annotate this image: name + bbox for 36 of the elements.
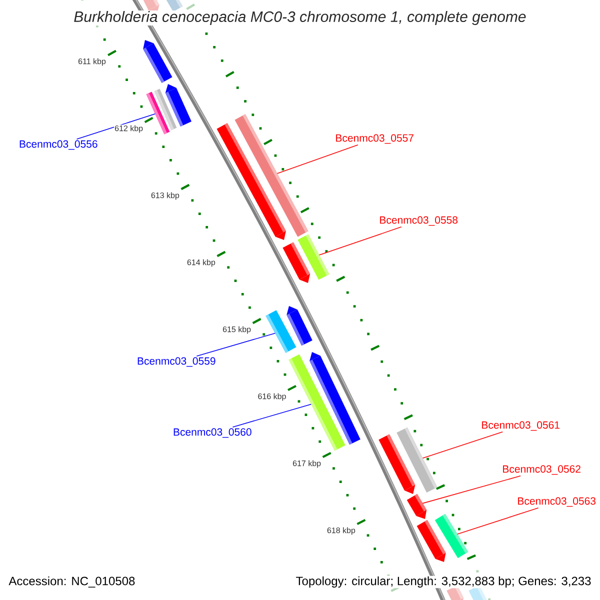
scale-label: 614 kbp [186, 258, 216, 268]
gene-block [310, 352, 360, 445]
leader-line [196, 332, 276, 356]
leader-line [422, 432, 503, 458]
leader-line [232, 404, 312, 428]
scale-label: 618 kbp [326, 526, 356, 536]
gene-label: Bcenmc03_0563 [518, 497, 596, 507]
title: Burkholderia cenocepacia MC0-3 chromosome 1, complete genome [73, 10, 527, 26]
leader-line [318, 226, 402, 256]
leader-line [276, 144, 358, 174]
gene-label: Bcenmc03_0562 [503, 465, 580, 475]
gene-bar [234, 114, 308, 237]
gene-label: Bcenmc03_0561 [482, 421, 560, 431]
gene-bar [434, 514, 468, 558]
scale-label: 616 kbp [257, 392, 287, 402]
footer-text: Topology: circular; Length: 3,532,883 bp; Genes: 3,233 [295, 576, 592, 588]
gene-block [406, 494, 427, 519]
scale-label: 617 kbp [292, 460, 322, 468]
gene-label: Bcenmc03_0560 [174, 428, 252, 438]
scale-label: 611 kbp [78, 58, 106, 66]
scale-label: 612 kbp [114, 124, 144, 134]
scale-label: 613 kbp [150, 192, 180, 200]
gene-bar [146, 92, 170, 134]
leader-line [76, 114, 156, 140]
gene-label: Bcenmc03_0556 [20, 140, 98, 150]
scale-label: 615 kbp [222, 326, 252, 334]
gene-bar [396, 427, 438, 493]
gene-label: Bcenmc03_0558 [380, 216, 458, 226]
gene-bar [298, 234, 330, 280]
gene-block [286, 306, 312, 346]
gene-label: Bcenmc03_0557 [336, 134, 414, 144]
leader-line [422, 476, 521, 504]
gene-block [143, 40, 172, 83]
gene-label: Bcenmc03_0559 [138, 357, 216, 367]
leader-line [456, 508, 539, 534]
footer-text: Accession: NC_010508 [8, 576, 136, 588]
